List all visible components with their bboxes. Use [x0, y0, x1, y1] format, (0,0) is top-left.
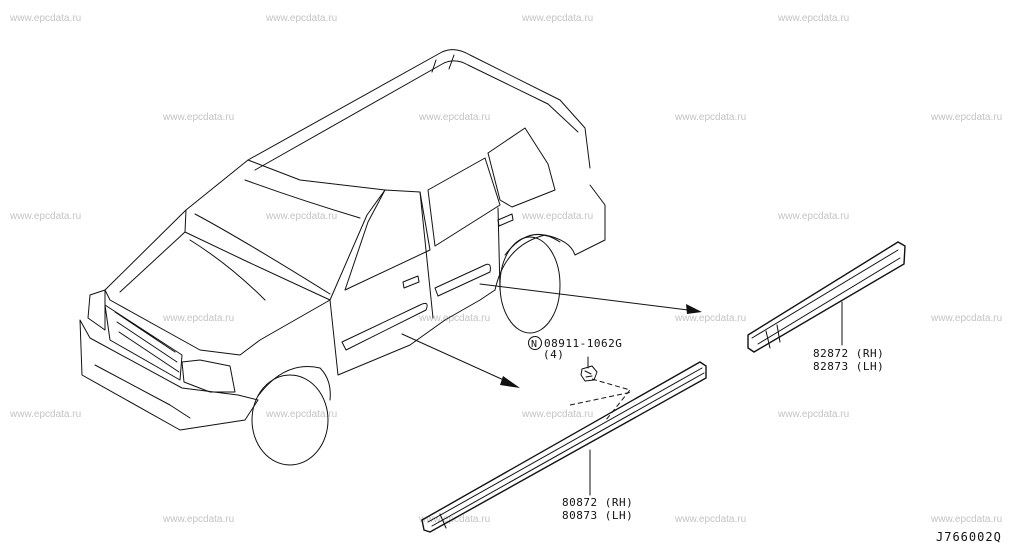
- lower-molding-part: [421, 361, 707, 533]
- vehicle-door-handle: [402, 213, 514, 289]
- clip-icon: [580, 365, 598, 382]
- watermark: www.epcdata.ru: [674, 313, 746, 324]
- fastener-part-number: 08911-1062G: [544, 337, 622, 350]
- vehicle-drawing: [79, 49, 702, 466]
- upper-molding-rh-label: 82872 (RH): [813, 347, 884, 360]
- vehicle-front-bumper: [79, 319, 259, 431]
- vehicle-front-door-glass: [344, 189, 431, 291]
- arrowhead: [500, 376, 520, 388]
- vehicle-roof-rear-edge: [431, 54, 455, 73]
- fastener-quantity: (4): [543, 348, 564, 361]
- vehicle-headlamp: [87, 289, 236, 393]
- vehicle-windshield: [184, 159, 386, 301]
- watermark: www.epcdata.ru: [777, 409, 849, 420]
- vehicle-quarter-glass: [487, 127, 556, 208]
- watermark: www.epcdata.ru: [418, 112, 490, 123]
- pointer-arrow-lower: [401, 333, 509, 383]
- watermark: www.epcdata.ru: [265, 211, 337, 222]
- n-symbol-circle: [528, 336, 542, 350]
- vehicle-grille: [104, 304, 183, 381]
- vehicle-front-wheel: [251, 374, 329, 466]
- watermark: www.epcdata.ru: [930, 112, 1002, 123]
- watermark: www.epcdata.ru: [777, 13, 849, 24]
- watermark: www.epcdata.ru: [930, 514, 1002, 525]
- watermark: www.epcdata.ru: [674, 112, 746, 123]
- watermark: www.epcdata.ru: [265, 409, 337, 420]
- watermark: www.epcdata.ru: [521, 409, 593, 420]
- watermark: www.epcdata.ru: [162, 112, 234, 123]
- lower-molding-inner: [427, 367, 705, 529]
- watermark: www.epcdata.ru: [418, 514, 490, 525]
- vehicle-molding-front-door: [341, 302, 428, 351]
- fastener-part: [569, 356, 633, 421]
- upper-molding-lh-label: 82873 (LH): [813, 360, 884, 373]
- vehicle-door-line: [419, 191, 501, 319]
- watermark: www.epcdata.ru: [9, 211, 81, 222]
- n-symbol: N: [531, 339, 538, 350]
- vehicle-windshield-inner: [194, 179, 361, 295]
- part-labels: N 08911-1062G (4) 82872 (RH) 82873 (LH) …: [528, 336, 1002, 544]
- watermark: www.epcdata.ru: [162, 313, 234, 324]
- vehicle-hood-crease: [119, 231, 266, 301]
- upper-molding-part: [747, 241, 906, 353]
- watermark: www.epcdata.ru: [521, 211, 593, 222]
- lower-molding-rh-label: 80872 (RH): [562, 496, 633, 509]
- lower-molding-lh-label: 80873 (LH): [562, 509, 633, 522]
- lower-molding-outline: [421, 361, 707, 533]
- watermark: www.epcdata.ru: [9, 13, 81, 24]
- vehicle-hood: [104, 209, 331, 356]
- watermark: www.epcdata.ru: [674, 514, 746, 525]
- vehicle-roof-rail: [254, 60, 579, 171]
- watermark: www.epcdata.ru: [418, 313, 490, 324]
- watermark: www.epcdata.ru: [521, 13, 593, 24]
- vehicle-rear-wheel-arch: [504, 234, 561, 256]
- arrowhead: [686, 304, 702, 314]
- watermark-layer: www.epcdata.ru www.epcdata.ru www.epcdat…: [9, 13, 1002, 525]
- upper-molding-outline: [747, 241, 906, 353]
- watermark: www.epcdata.ru: [162, 514, 234, 525]
- pointer-arrow-upper: [479, 283, 689, 311]
- vehicle-roof: [247, 49, 591, 169]
- watermark: www.epcdata.ru: [930, 313, 1002, 324]
- install-guide-dashed: [569, 378, 633, 421]
- upper-molding-inner: [751, 249, 901, 349]
- watermark: www.epcdata.ru: [265, 13, 337, 24]
- vehicle-molding-rear-door: [434, 263, 491, 297]
- vehicle-rear-door-glass: [427, 157, 501, 247]
- vehicle-rear-wheel: [499, 236, 561, 334]
- vehicle-body-side: [329, 184, 606, 376]
- diagram-code: J766002Q: [936, 530, 1002, 544]
- watermark: www.epcdata.ru: [9, 409, 81, 420]
- vehicle-front-wheel-arch: [257, 366, 331, 401]
- watermark: www.epcdata.ru: [777, 211, 849, 222]
